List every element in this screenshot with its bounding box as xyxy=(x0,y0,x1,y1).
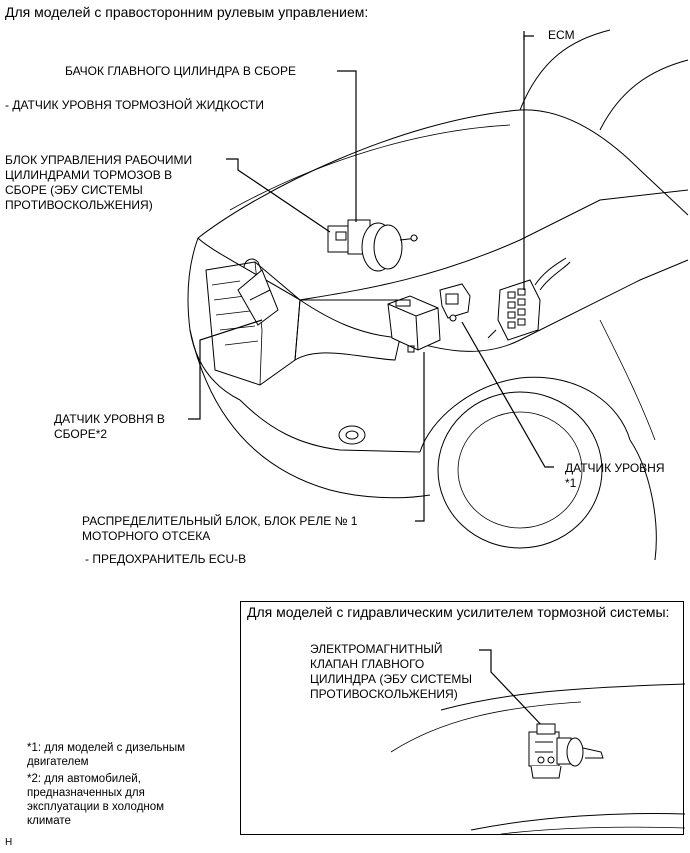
level-sensor-label-line2: *1 xyxy=(565,476,577,490)
hydraulic-booster-inset: Для моделей с гидравлическим усилителем … xyxy=(240,601,685,835)
level-sensor-assy-label-line2: СБОРЕ*2 xyxy=(54,427,108,441)
level-sensor-assy-label-line1: ДАТЧИК УРОВНЯ В xyxy=(54,412,165,426)
footnote-2-line2: предназначенных для xyxy=(27,787,145,799)
brake-actuator-label-line1: БЛОК УПРАВЛЕНИЯ РАБОЧИМИ xyxy=(5,153,193,167)
footnote-1-line1: *1: для моделей с дизельным xyxy=(27,742,186,754)
footnote-2-line4: климате xyxy=(27,815,71,827)
solenoid-valve-label-line2: КЛАПАН ГЛАВНОГО xyxy=(310,657,425,671)
solenoid-valve-label-line3: ЦИЛИНДРА (ЭБУ СИСТЕМЫ xyxy=(310,672,473,686)
vehicle-engine-bay-illustration xyxy=(187,29,689,561)
brake-fluid-level-sensor-label: - ДАТЧИК УРОВНЯ ТОРМОЗНОЙ ЖИДКОСТИ xyxy=(5,98,264,112)
hydraulic-actuator-illustration xyxy=(390,649,685,835)
page-title: Для моделей с правосторонним рулевым упр… xyxy=(5,4,369,20)
inset-title: Для моделей с гидравлическим усилителем … xyxy=(247,604,670,620)
footnote-2-line1: *2: для автомобилей, xyxy=(27,773,141,785)
master-cylinder-reservoir-label: БАЧОК ГЛАВНОГО ЦИЛИНДРА В СБОРЕ xyxy=(65,64,296,78)
ecm-label: ECM xyxy=(548,28,575,42)
ecu-b-fuse-label: - ПРЕДОХРАНИТЕЛЬ ECU-B xyxy=(85,552,247,566)
brake-actuator-label-line4: ПРОТИВОСКОЛЬЖЕНИЯ) xyxy=(5,198,153,212)
level-sensor-label-line1: ДАТЧИК УРОВНЯ xyxy=(565,461,665,475)
footnote-2-line3: эксплуатации в холодном xyxy=(27,801,165,813)
relay-block-label-line1: РАСПРЕДЕЛИТЕЛЬНЫЙ БЛОК, БЛОК РЕЛЕ № 1 xyxy=(82,514,358,528)
corner-mark: H xyxy=(5,837,13,848)
brake-actuator-label-line2: ЦИЛИНДРАМИ ТОРМОЗОВ В xyxy=(5,168,173,182)
footnote-1-line2: двигателем xyxy=(27,756,89,768)
brake-actuator-label-line3: СБОРЕ (ЭБУ СИСТЕМЫ xyxy=(5,183,143,197)
solenoid-valve-label-line1: ЭЛЕКТРОМАГНИТНЫЙ xyxy=(310,642,443,656)
relay-block-label-line2: МОТОРНОГО ОТСЕКА xyxy=(82,529,211,543)
solenoid-valve-label-line4: ПРОТИВОСКОЛЬЖЕНИЯ) xyxy=(310,687,458,701)
